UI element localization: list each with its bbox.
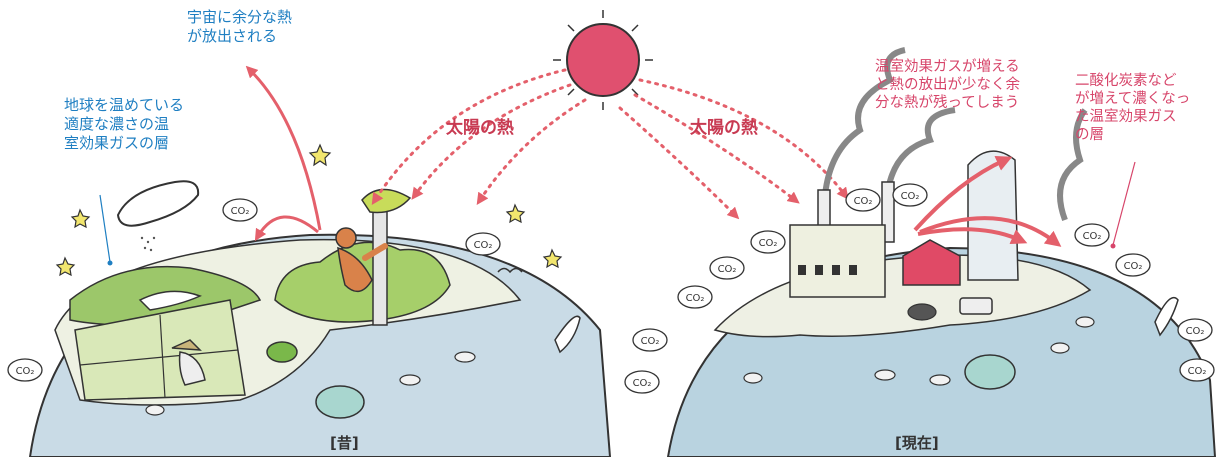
sun <box>553 10 653 110</box>
thick-layer-label: 二酸化炭素など が増えて濃くなっ た温室効果ガス の層 <box>1075 72 1190 145</box>
co2-bubble: CO₂ <box>466 233 500 255</box>
tower-building <box>968 151 1018 280</box>
thick-layer-pointer <box>1113 162 1135 245</box>
co2-bubble: CO₂ <box>223 199 257 221</box>
trapped-heat-label: 温室効果ガスが増える と熱の放出が少なく余 分な熱が残ってしまう <box>875 58 1020 112</box>
co2-bubble: CO₂ <box>1116 254 1150 276</box>
factory <box>790 225 885 297</box>
co2-text: CO₂ <box>901 191 920 202</box>
reflected-heat-arrow <box>258 217 318 236</box>
co2-text: CO₂ <box>16 366 35 377</box>
co2-text: CO₂ <box>686 293 705 304</box>
co2-text: CO₂ <box>1188 366 1207 377</box>
cloud <box>118 181 198 225</box>
caption-present: [現在] <box>895 432 939 453</box>
truck <box>960 298 992 314</box>
co2-bubble: CO₂ <box>1075 224 1109 246</box>
fish <box>875 370 895 380</box>
car <box>908 304 936 320</box>
sun-heat-label-right: 太陽の熱 <box>690 118 758 139</box>
sea-turtle <box>965 355 1015 389</box>
sea-turtle <box>316 386 364 418</box>
co2-bubble: CO₂ <box>1180 359 1214 381</box>
fish <box>455 352 475 362</box>
co2-text: CO₂ <box>718 264 737 275</box>
co2-text: CO₂ <box>1083 231 1102 242</box>
frog <box>267 342 297 362</box>
fish <box>146 405 164 415</box>
fish <box>1076 317 1094 327</box>
fish <box>400 375 420 385</box>
co2-text: CO₂ <box>641 336 660 347</box>
rain <box>141 237 155 251</box>
layer-pointer <box>100 195 110 262</box>
co2-text: CO₂ <box>231 206 250 217</box>
fish <box>1051 343 1069 353</box>
co2-text: CO₂ <box>854 196 873 207</box>
moderate-layer-label: 地球を温めている 適度な濃さの温 室効果ガスの層 <box>64 96 184 152</box>
tree-trunk <box>373 210 387 325</box>
co2-bubble: CO₂ <box>751 231 785 253</box>
caption-past: [昔] <box>330 432 359 453</box>
co2-text: CO₂ <box>1186 326 1205 337</box>
co2-bubble: CO₂ <box>710 257 744 279</box>
fish <box>744 373 762 383</box>
co2-bubble: CO₂ <box>846 189 880 211</box>
smoke <box>888 110 955 190</box>
co2-bubble: CO₂ <box>893 184 927 206</box>
co2-text: CO₂ <box>759 238 778 249</box>
co2-bubble: CO₂ <box>625 371 659 393</box>
co2-text: CO₂ <box>633 378 652 389</box>
house <box>903 240 960 285</box>
sun-heat-label-left: 太陽の熱 <box>446 118 514 139</box>
space-heat-label: 宇宙に余分な熱 が放出される <box>187 8 292 46</box>
co2-text: CO₂ <box>1124 261 1143 272</box>
co2-bubble: CO₂ <box>678 286 712 308</box>
co2-bubble: CO₂ <box>633 329 667 351</box>
co2-text: CO₂ <box>474 240 493 251</box>
escaping-heat-arrow <box>250 70 320 230</box>
co2-bubble: CO₂ <box>1178 319 1212 341</box>
fish <box>930 375 950 385</box>
co2-bubble: CO₂ <box>8 359 42 381</box>
